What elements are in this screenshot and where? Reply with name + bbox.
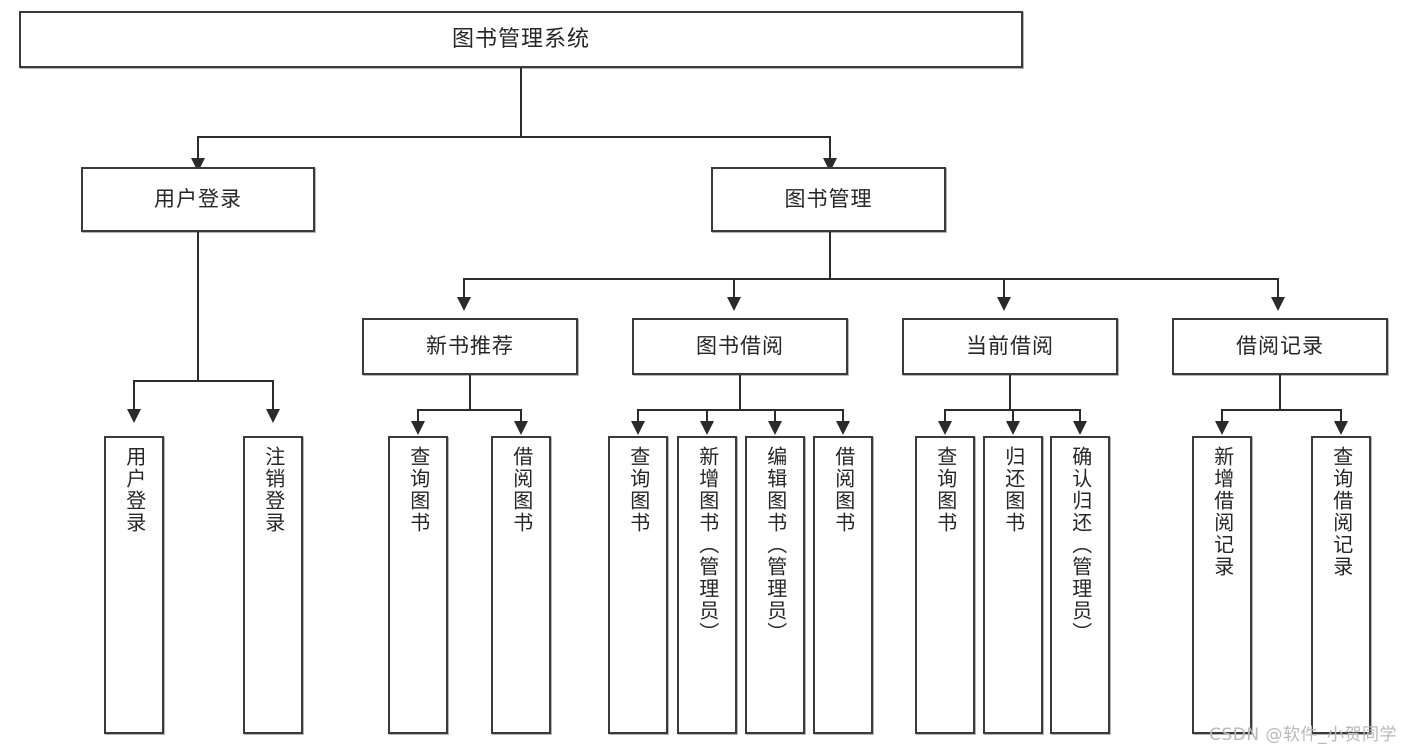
leaf-borrow-book[interactable]: 借阅图书: [813, 436, 873, 734]
node-label: 新书推荐: [426, 334, 514, 359]
node-label: 注销登录: [261, 446, 286, 534]
connector-level3-drop-3: [1003, 278, 1005, 300]
leaf-return-book[interactable]: 归还图书: [983, 436, 1043, 734]
node-label: 用户登录: [154, 187, 242, 212]
node-label: 编辑图书（管理员）: [763, 446, 788, 644]
connector-book-borrow-bus: [637, 409, 843, 411]
connector-book-borrow-drop-3: [774, 409, 776, 423]
arrow-down-icon: [266, 409, 280, 423]
arrow-down-icon: [631, 421, 645, 435]
connector-borrow-record-drop-2: [1340, 409, 1342, 423]
connector-user-login-drop-2: [272, 380, 274, 412]
connector-user-login-bus: [133, 380, 273, 382]
connector-new-book-bus: [417, 409, 521, 411]
leaf-add-book-admin[interactable]: 新增图书（管理员）: [677, 436, 737, 734]
connector-level3-drop-4: [1277, 278, 1279, 300]
leaf-query-borrow-record[interactable]: 查询借阅记录: [1311, 436, 1371, 734]
node-label: 新增借阅记录: [1210, 446, 1235, 578]
connector-new-book-drop-2: [520, 409, 522, 423]
connector-book-borrow-drop-4: [842, 409, 844, 423]
connector-level3-drop-2: [733, 278, 735, 300]
node-borrow-record[interactable]: 借阅记录: [1172, 318, 1388, 375]
arrow-down-icon: [457, 297, 471, 311]
connector-current-borrow-drop-2: [1012, 409, 1014, 423]
leaf-logout[interactable]: 注销登录: [243, 436, 303, 734]
node-user-login[interactable]: 用户登录: [81, 167, 315, 232]
node-label: 新增图书（管理员）: [695, 446, 720, 644]
node-label: 借阅图书: [509, 446, 534, 534]
leaf-query-book-recommend[interactable]: 查询图书: [388, 436, 448, 734]
connector-current-borrow-drop-1: [944, 409, 946, 423]
node-current-borrow[interactable]: 当前借阅: [902, 318, 1118, 375]
arrow-down-icon: [411, 421, 425, 435]
arrow-down-icon: [997, 297, 1011, 311]
arrow-down-icon: [1271, 297, 1285, 311]
arrow-down-icon: [768, 421, 782, 435]
leaf-user-login[interactable]: 用户登录: [104, 436, 164, 734]
leaf-borrow-book-recommend[interactable]: 借阅图书: [491, 436, 551, 734]
leaf-add-borrow-record[interactable]: 新增借阅记录: [1192, 436, 1252, 734]
arrow-down-icon: [1215, 421, 1229, 435]
arrow-down-icon: [127, 409, 141, 423]
connector-level2-drop-1: [197, 136, 199, 162]
connector-current-borrow-stem: [1009, 375, 1011, 409]
connector-level3-drop-1: [463, 278, 465, 300]
connector-book-borrow-drop-1: [637, 409, 639, 423]
arrow-down-icon: [938, 421, 952, 435]
connector-level2-bus: [197, 136, 831, 138]
connector-book-borrow-drop-2: [706, 409, 708, 423]
connector-user-login-stem: [197, 232, 199, 380]
connector-current-borrow-drop-3: [1079, 409, 1081, 423]
leaf-confirm-return-admin[interactable]: 确认归还（管理员）: [1050, 436, 1110, 734]
node-new-book-recommend[interactable]: 新书推荐: [362, 318, 578, 375]
arrow-down-icon: [1334, 421, 1348, 435]
leaf-query-book-current[interactable]: 查询图书: [915, 436, 975, 734]
connector-level3-bus: [463, 278, 1278, 280]
connector-book-mgmt-stem: [829, 232, 831, 278]
connector-borrow-record-stem: [1279, 375, 1281, 409]
connector-borrow-record-drop-1: [1221, 409, 1223, 423]
node-label: 查询图书: [626, 446, 651, 534]
node-label: 图书管理: [784, 187, 873, 212]
connector-borrow-record-bus: [1221, 409, 1341, 411]
node-root-system[interactable]: 图书管理系统: [19, 11, 1023, 68]
connector-book-borrow-stem: [739, 375, 741, 409]
node-label: 图书管理系统: [451, 26, 590, 52]
connector-user-login-drop-1: [133, 380, 135, 412]
arrow-down-icon: [727, 297, 741, 311]
node-label: 当前借阅: [966, 334, 1054, 359]
connector-new-book-stem: [469, 375, 471, 409]
node-label: 查询借阅记录: [1329, 446, 1354, 578]
arrow-down-icon: [700, 421, 714, 435]
arrow-down-icon: [1073, 421, 1087, 435]
leaf-edit-book-admin[interactable]: 编辑图书（管理员）: [745, 436, 805, 734]
node-book-borrow[interactable]: 图书借阅: [632, 318, 848, 375]
node-label: 用户登录: [122, 446, 147, 534]
connector-root-stem: [520, 68, 522, 136]
node-label: 图书借阅: [696, 334, 784, 359]
connector-level2-drop-2: [829, 136, 831, 162]
node-label: 归还图书: [1001, 446, 1026, 534]
node-book-management[interactable]: 图书管理: [711, 167, 946, 232]
arrow-down-icon: [836, 421, 850, 435]
node-label: 确认归还（管理员）: [1068, 446, 1093, 644]
node-label: 借阅图书: [831, 446, 856, 534]
arrow-down-icon: [1006, 421, 1020, 435]
arrow-down-icon: [514, 421, 528, 435]
connector-new-book-drop-1: [417, 409, 419, 423]
leaf-query-book[interactable]: 查询图书: [608, 436, 668, 734]
node-label: 借阅记录: [1236, 334, 1324, 359]
watermark-text: CSDN @软件_小贺同学: [1209, 725, 1397, 745]
node-label: 查询图书: [406, 446, 431, 534]
node-label: 查询图书: [933, 446, 958, 534]
